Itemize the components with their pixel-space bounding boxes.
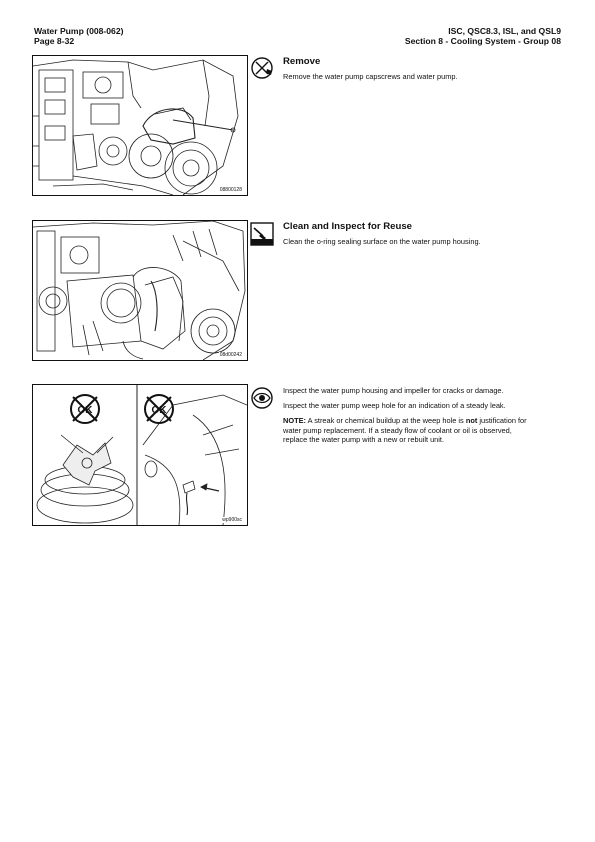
- engine-models: ISC, QSC8.3, ISL, and QSL9: [448, 26, 561, 36]
- clean-illustration: 08d00242: [32, 220, 248, 361]
- badge-text-right: OK: [152, 405, 168, 416]
- remove-instruction: Remove the water pump capscrews and wate…: [283, 72, 458, 81]
- section-title: Section 8 - Cooling System - Group 08: [404, 36, 561, 46]
- section-heading-clean: Clean and Inspect for Reuse: [283, 221, 413, 232]
- eye-inspect-icon: [250, 386, 274, 410]
- wrench-remove-icon: [250, 56, 274, 80]
- housing-line-drawing: [33, 221, 246, 360]
- note-pre: A streak or chemical buildup at the weep…: [306, 416, 466, 426]
- section-text-inspect: Inspect the water pump housing and impel…: [283, 386, 529, 450]
- page-header-left: Water Pump (008-062) Page 8-32: [34, 26, 123, 46]
- not-ok-badge-right: [144, 394, 174, 424]
- badge-text-left: OK: [78, 405, 94, 416]
- impeller-weep-hole-drawing: OK OK: [36, 385, 247, 525]
- figure-id: wp900sc: [221, 517, 243, 523]
- document-title: Water Pump (008-062): [34, 26, 124, 36]
- engine-line-drawing: [33, 59, 239, 195]
- clean-inspect-icon: [250, 222, 274, 246]
- inspect-illustration: OK OK wp900sc: [32, 384, 248, 526]
- inspect-impeller-text: Inspect the water pump housing and impel…: [283, 386, 504, 395]
- inspect-weep-hole-text: Inspect the water pump weep hole for an …: [283, 401, 506, 411]
- section-text-clean: Clean the o-ring sealing surface on the …: [283, 237, 529, 252]
- section-heading-remove: Remove: [283, 56, 321, 67]
- clean-instruction: Clean the o-ring sealing surface on the …: [283, 237, 481, 246]
- note-post: justification for water pump replacement…: [283, 416, 527, 444]
- page-number: Page 8-32: [34, 36, 75, 46]
- not-ok-badge-left: [70, 394, 100, 424]
- note-text: NOTE: A streak or chemical buildup at th…: [283, 416, 529, 444]
- section-text-remove: Remove the water pump capscrews and wate…: [283, 72, 529, 87]
- figure-id: 08800128: [218, 187, 243, 193]
- note-label: NOTE:: [283, 416, 306, 426]
- page-header-right: ISC, QSC8.3, ISL, and QSL9 Section 8 - C…: [405, 26, 561, 46]
- remove-illustration: 08800128: [32, 55, 248, 196]
- note-bold: not: [465, 416, 478, 426]
- figure-id: 08d00242: [218, 352, 243, 358]
